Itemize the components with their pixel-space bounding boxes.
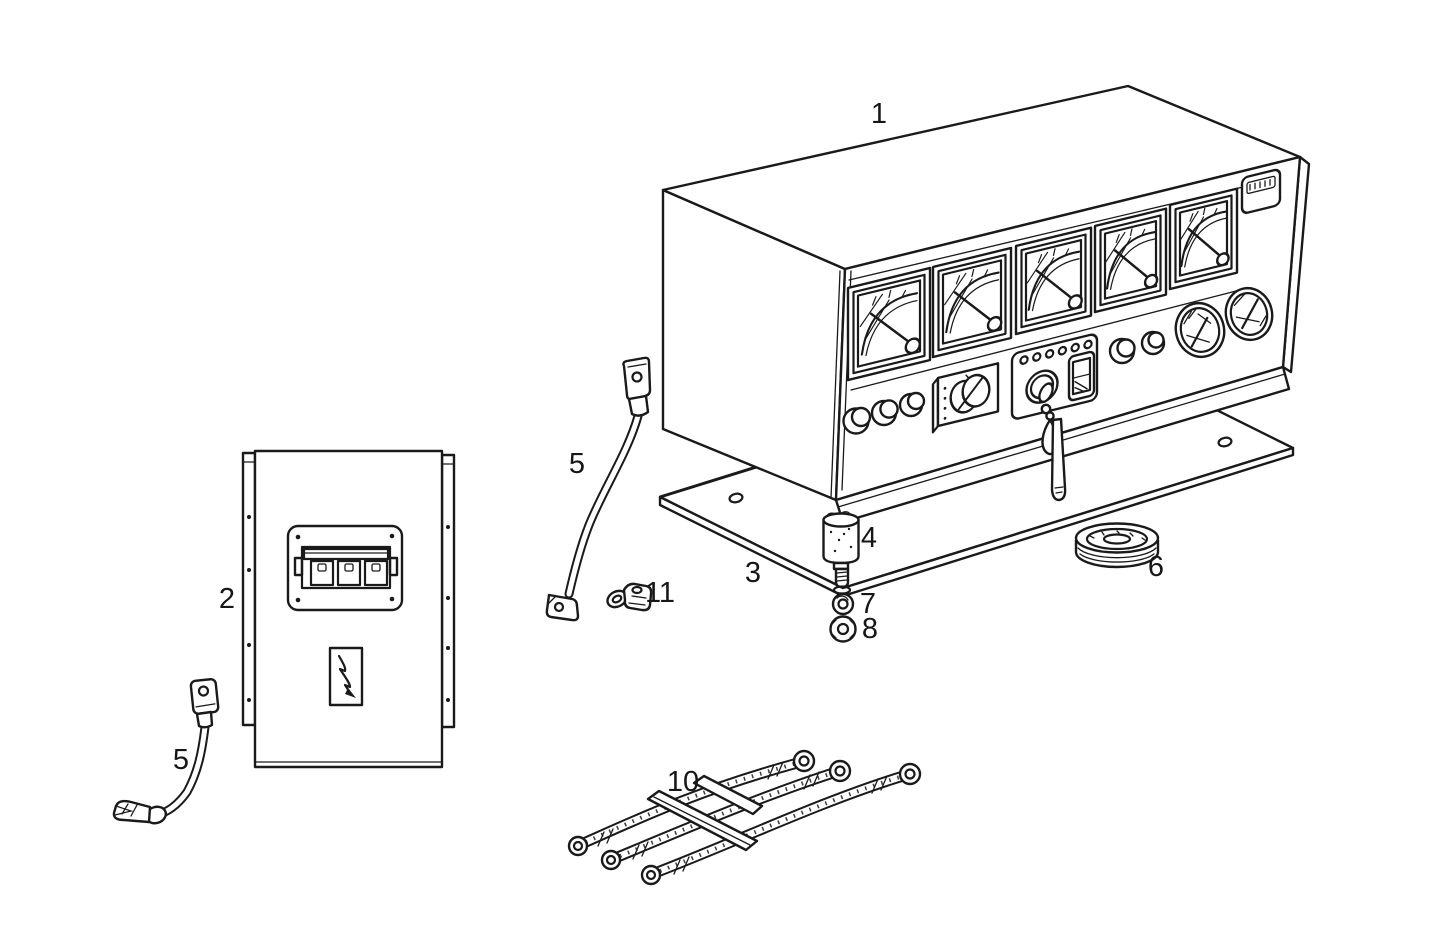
callout-8: 8 (862, 613, 878, 645)
gauge-left (1174, 301, 1226, 359)
ground-cable-lower (112, 678, 220, 825)
meter-1 (846, 266, 932, 382)
key-switch (1025, 369, 1059, 404)
plate-hole-left (728, 492, 744, 504)
terminal-block (286, 524, 404, 612)
plate-hole-right (1217, 436, 1233, 448)
gauge-right (1224, 286, 1274, 342)
indicator-lamps-left (842, 391, 926, 435)
callout-6: 6 (1148, 551, 1164, 583)
callout-4: 4 (861, 522, 877, 554)
high-voltage-label (328, 646, 364, 707)
meter-2 (931, 246, 1013, 359)
keys (1040, 403, 1067, 502)
panel-rail-left (241, 451, 257, 727)
nut (829, 615, 857, 643)
callout-2: 2 (219, 583, 235, 615)
battery-cable-3 (640, 762, 922, 886)
ground-cable-upper (545, 356, 652, 622)
binding-strap (646, 774, 764, 852)
key-blade (1050, 417, 1067, 502)
washer (831, 592, 855, 616)
battery-cable-set (567, 749, 922, 886)
callout-5-upper: 5 (569, 448, 585, 480)
battery-cable-2 (600, 759, 852, 871)
brand-badge (1240, 168, 1282, 214)
cable-fork-terminal (112, 799, 152, 824)
callout-11: 11 (645, 577, 675, 609)
key-switch-panel (1010, 333, 1099, 420)
meter-5 (1168, 187, 1239, 291)
control-panel-box (661, 84, 1311, 524)
lightning-bolt-icon (345, 688, 356, 698)
meter-3 (1014, 226, 1093, 336)
panel-rail-right (440, 453, 456, 729)
callout-1: 1 (871, 98, 887, 130)
grommet (1074, 522, 1160, 569)
callout-10: 10 (667, 766, 699, 798)
cable-clamp (606, 582, 653, 612)
rocker-switch (1067, 350, 1096, 402)
callout-5-lower: 5 (173, 744, 189, 776)
meter-4 (1093, 207, 1168, 314)
vibration-mount (822, 511, 860, 595)
indicator-lamps-mid (1108, 330, 1166, 365)
callout-7: 7 (860, 588, 876, 620)
mounting-panel (241, 449, 456, 769)
callout-3: 3 (745, 557, 761, 589)
rotary-switch (931, 362, 1000, 434)
